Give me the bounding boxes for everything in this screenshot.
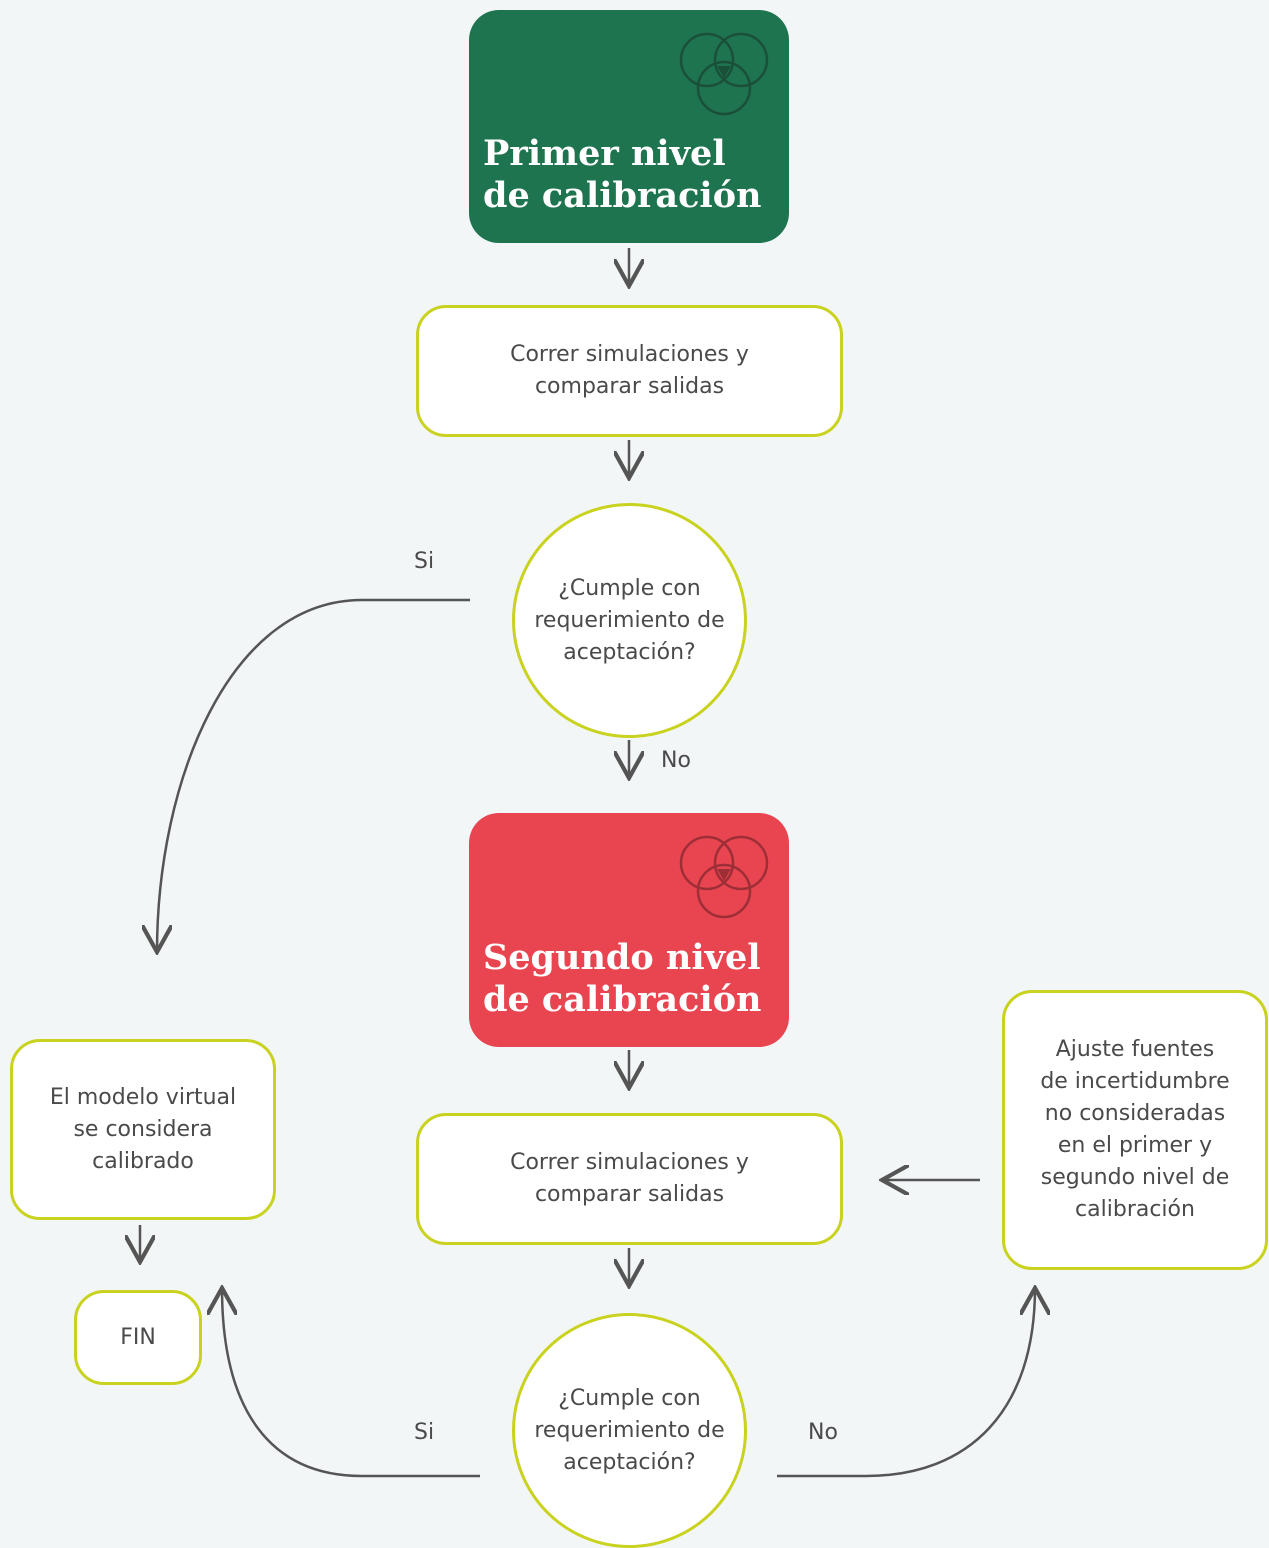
calibrated-box: El modelo virtual se considera calibrado [10, 1039, 276, 1220]
run-simulations-box-1: Correr simulaciones y comparar salidas [416, 305, 843, 437]
level2-card: Segundo nivel de calibración [469, 813, 789, 1047]
level1-card: Primer nivel de calibración [469, 10, 789, 243]
decision2-no-label: No [808, 1420, 838, 1445]
decision2-yes-label: Si [414, 1420, 435, 1445]
level2-title: Segundo nivel de calibración [483, 937, 762, 1020]
decision1-yes-label: Si [414, 549, 435, 574]
adjust-uncertainty-box: Ajuste fuentes de incertidumbre no consi… [1002, 990, 1268, 1270]
level1-title: Primer nivel de calibración [483, 133, 762, 216]
arrow-decision1-yes [157, 598, 470, 952]
decision1-no-label: No [661, 748, 691, 773]
decision-circle-2: ¿Cumple con requerimiento de aceptación? [512, 1313, 747, 1548]
arrow-decision2-no [777, 1288, 1035, 1478]
run-simulations-box-2: Correr simulaciones y comparar salidas [416, 1113, 843, 1245]
three-circles-icon [679, 32, 769, 116]
three-circles-icon [679, 835, 769, 919]
end-box: FIN [74, 1290, 202, 1385]
decision-circle-1: ¿Cumple con requerimiento de aceptación? [512, 503, 747, 738]
arrow-decision2-yes [222, 1288, 480, 1478]
